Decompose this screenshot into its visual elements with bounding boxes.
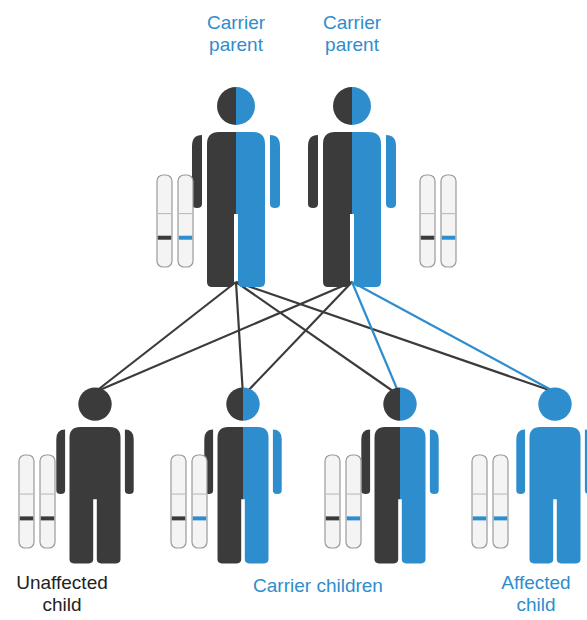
person-body [352, 132, 396, 287]
gene-band [158, 236, 171, 240]
person-head [400, 387, 417, 420]
gene-band [494, 516, 507, 520]
gene-band [179, 236, 192, 240]
person-body [243, 427, 282, 563]
person-head [226, 387, 243, 420]
person-head [95, 387, 112, 420]
chromosome [441, 175, 456, 267]
person-figure [56, 387, 133, 563]
chromosome [40, 455, 55, 548]
person-figure [204, 387, 281, 563]
gene-band [421, 236, 434, 240]
inheritance-line [236, 282, 243, 396]
gene-band [193, 516, 206, 520]
inheritance-line [352, 282, 400, 396]
person-body [236, 132, 280, 287]
chromosome [171, 455, 186, 548]
person-figure [361, 387, 438, 563]
figure-label: Carrier children [218, 575, 418, 597]
person-body [192, 132, 236, 287]
inheritance-line [236, 282, 555, 392]
chromosome [493, 455, 508, 548]
person-body [204, 427, 243, 563]
chromosome [157, 175, 172, 267]
person-figure [308, 87, 396, 287]
person-head [78, 387, 95, 420]
chromosome [192, 455, 207, 548]
gene-band [41, 516, 54, 520]
person-head [236, 87, 255, 125]
person-head [243, 387, 260, 420]
inheritance-line [95, 282, 236, 392]
person-head [555, 387, 572, 420]
figure-label: Carrier parent [181, 12, 291, 56]
gene-band [347, 516, 360, 520]
person-body [555, 427, 587, 563]
chromosome [325, 455, 340, 548]
chromosome [420, 175, 435, 267]
inheritance-line [95, 282, 352, 392]
gene-band [172, 516, 185, 520]
gene-band [326, 516, 339, 520]
person-body [361, 427, 400, 563]
person-body [56, 427, 95, 563]
inheritance-line [236, 282, 400, 396]
figure-label: Carrier parent [297, 12, 407, 56]
person-figure [192, 87, 280, 287]
person-body [95, 427, 134, 563]
person-body [308, 132, 352, 287]
gene-band [20, 516, 33, 520]
person-head [538, 387, 555, 420]
inheritance-line [243, 282, 352, 396]
person-head [217, 87, 236, 125]
person-head [333, 87, 352, 125]
person-body [400, 427, 439, 563]
person-body [516, 427, 555, 563]
chromosome [346, 455, 361, 548]
chromosome [472, 455, 487, 548]
figure-label: Unaffected child [3, 572, 121, 616]
chromosome [178, 175, 193, 267]
chromosome [19, 455, 34, 548]
gene-band [442, 236, 455, 240]
gene-band [473, 516, 486, 520]
inheritance-line [352, 282, 555, 392]
person-head [383, 387, 400, 420]
person-figure [516, 387, 587, 563]
figure-label: Affected child [488, 572, 584, 616]
person-head [352, 87, 371, 125]
